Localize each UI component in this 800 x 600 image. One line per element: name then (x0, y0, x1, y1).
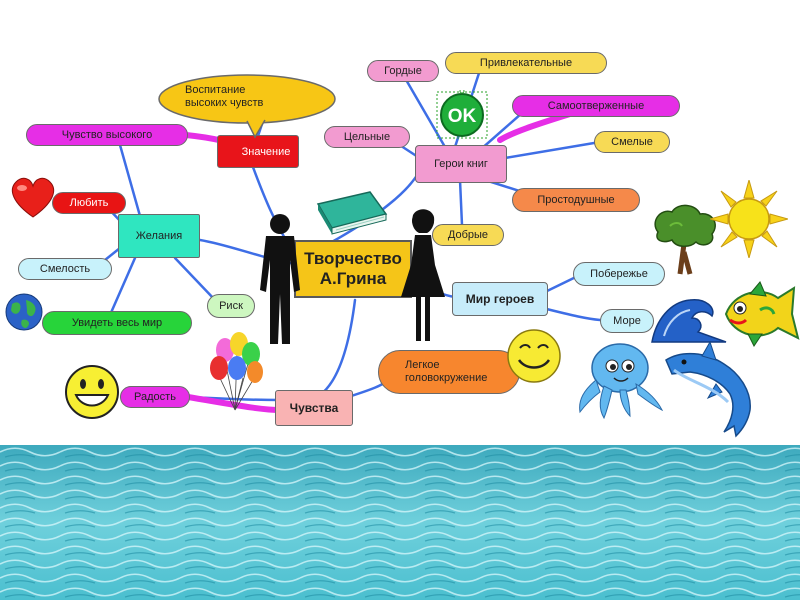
branch-mir: Мир героев (452, 282, 548, 316)
leaf-chuvstvo-vysokogo: Чувство высокого (26, 124, 188, 146)
smiley-face-icon (65, 365, 119, 419)
man-silhouette-icon (260, 214, 300, 344)
leaf-more-label: Море (613, 315, 641, 327)
leaf-uvidet: Увидеть весь мир (42, 311, 192, 335)
sea-water-background (0, 445, 800, 600)
leaf-poberezhe: Побережье (573, 262, 665, 286)
ok-badge-text: OK (448, 106, 477, 127)
smiley-face-icon-2 (507, 329, 561, 383)
branch-znachenie: Значение (217, 135, 299, 168)
globe-icon (5, 293, 43, 331)
leaf-legkoe-line2: головокружение (405, 372, 488, 384)
leaf-uvidet-label: Увидеть весь мир (71, 317, 163, 329)
center-title-line2: А.Грина (319, 269, 387, 288)
leaf-prostodushnye: Простодушные (512, 188, 640, 212)
dolphin-icon (665, 340, 751, 438)
center-node: Творчество А.Грина (294, 240, 412, 298)
sun-icon (710, 180, 788, 258)
leaf-poberezhe-label: Побережье (590, 268, 648, 280)
book-icon (316, 191, 388, 235)
leaf-dobrye: Добрые (432, 224, 504, 246)
leaf-smelost: Смелость (18, 258, 112, 280)
wave-icon (651, 299, 727, 343)
tree-icon (654, 204, 716, 275)
leaf-gordye-label: Гордые (384, 65, 422, 77)
branch-zhelaniya: Желания (118, 214, 200, 258)
leaf-radost: Радость (120, 386, 190, 408)
leaf-privlekatelnye-label: Привлекательные (479, 57, 573, 69)
leaf-celnye: Цельные (324, 126, 410, 148)
leaf-smelost-label: Смелость (39, 263, 91, 275)
branch-geroi: Герои книг (415, 145, 507, 183)
leaf-lyubit: Любить (52, 192, 126, 214)
leaf-risk: Риск (207, 294, 255, 318)
branch-chuvstva: Чувства (275, 390, 353, 426)
fish-icon (724, 281, 800, 347)
branch-mir-label: Мир героев (465, 292, 535, 306)
center-title-line1: Творчество (304, 249, 402, 268)
leaf-legkoe-line1: Легкое (405, 359, 440, 371)
leaf-prostodushnye-label: Простодушные (537, 194, 615, 206)
leaf-dobrye-label: Добрые (447, 229, 489, 241)
leaf-radost-label: Радость (134, 391, 176, 403)
woman-silhouette-icon (401, 209, 445, 341)
leaf-samootverzhennye-label: Самоотверженные (547, 100, 645, 112)
callout-vospitanie-text: Воспитание высоких чувств (185, 82, 305, 112)
heart-icon (11, 177, 55, 218)
octopus-icon (579, 343, 664, 420)
leaf-samootverzhennye: Самоотверженные (512, 95, 680, 117)
leaf-lyubit-label: Любить (69, 197, 109, 209)
leaf-privlekatelnye: Привлекательные (445, 52, 607, 74)
vospitanie-line1: Воспитание (185, 84, 246, 96)
leaf-more: Море (600, 309, 654, 333)
ok-badge-icon: OK (436, 90, 488, 139)
callout-vospitanie (158, 74, 336, 139)
leaf-chuvstvo-vysokogo-label: Чувство высокого (61, 129, 153, 141)
leaf-legkoe: Легкое головокружение (378, 350, 520, 394)
balloons-icon (210, 332, 263, 411)
vospitanie-line2: высоких чувств (185, 97, 264, 109)
leaf-celnye-label: Цельные (343, 131, 391, 143)
leaf-smelye: Смелые (594, 131, 670, 153)
leaf-risk-label: Риск (219, 300, 243, 312)
leaf-gordye: Гордые (367, 60, 439, 82)
branch-chuvstva-label: Чувства (289, 401, 339, 415)
leaf-smelye-label: Смелые (611, 136, 653, 148)
branch-znachenie-label: Значение (241, 145, 291, 158)
branch-zhelaniya-label: Желания (135, 230, 183, 242)
branch-geroi-label: Герои книг (434, 158, 488, 170)
